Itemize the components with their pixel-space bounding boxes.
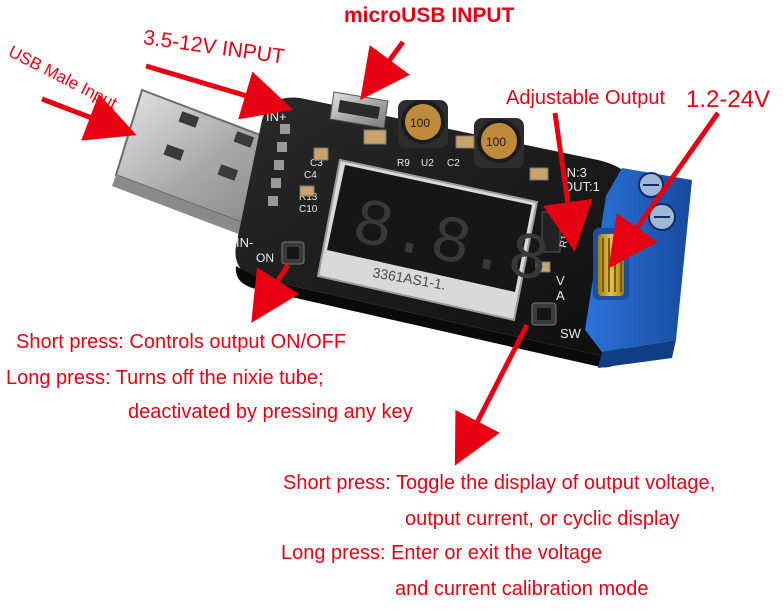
output-range-label: 1.2-24V [686,86,771,113]
header-pins [268,124,290,206]
in-plus-silkscreen: IN+ [266,109,287,124]
c3-silkscreen: C3 [310,158,323,169]
on-silkscreen: ON [256,251,274,265]
long-press-calibration-label: Long press: Enter or exit the voltage [281,542,603,564]
arrow-input-range [145,63,294,120]
short-press-on-off-label: Short press: Controls output ON/OFF [16,331,347,353]
arrow-range [608,111,721,269]
r13-silkscreen: R13 [299,192,318,203]
arrow-microusb [360,40,410,101]
c4-silkscreen: C4 [304,170,317,181]
long-press-nixie-cont-label: deactivated by pressing any key [128,401,413,423]
c2-silkscreen: C2 [447,158,460,169]
u2-silkscreen: U2 [421,158,434,169]
button-on-off[interactable] [281,241,305,265]
adjustable-output-label: Adjustable Output [506,87,665,109]
inductor-1-code: 100 [410,116,430,130]
v-silkscreen: V [556,273,565,288]
in-silkscreen: IN:3 [563,165,587,180]
in-minus-silkscreen: IN- [236,235,253,250]
short-press-toggle-label: Short press: Toggle the display of outpu… [283,472,716,494]
arrow-adjustable [543,112,593,252]
long-press-nixie-label: Long press: Turns off the nixie tube; [6,367,324,389]
inductor-1: 100 [398,100,448,148]
inductor-2-code: 100 [486,135,506,149]
seven-segment-display: 8.8.8 3361AS1-1. [316,158,555,322]
arrow-usb-male [41,93,137,141]
arrow-button-sw [454,323,530,466]
button-sw[interactable] [531,302,557,326]
short-press-toggle-cont-label: output current, or cyclic display [405,508,680,530]
long-press-calibration-cont-label: and current calibration mode [395,578,649,600]
out-silkscreen: OUT:1 [563,179,600,194]
microusb-input-label: microUSB INPUT [344,4,515,27]
c10-silkscreen: C10 [299,204,318,215]
annotation-arrows [41,40,721,466]
inductor-2: 100 [474,118,524,168]
a-silkscreen: A [556,288,565,303]
arrow-button-on-off [251,263,300,323]
potentiometer[interactable] [593,228,629,300]
sw-silkscreen: SW [560,326,582,341]
r9-silkscreen: R9 [397,158,410,169]
